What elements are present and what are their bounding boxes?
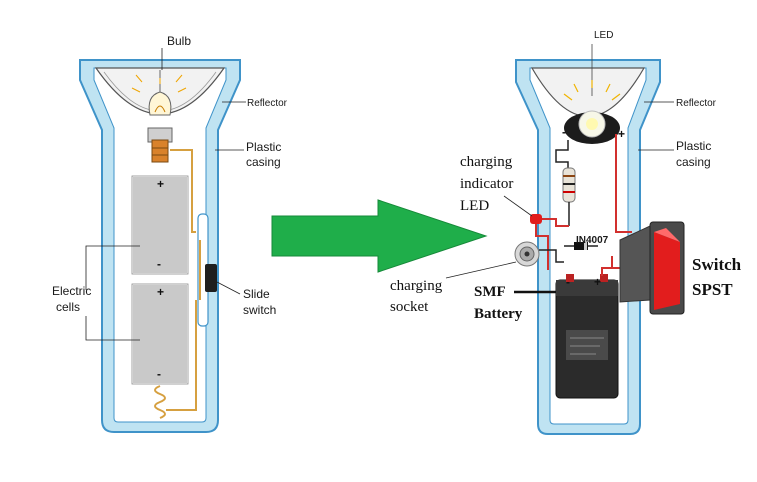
charging-socket-icon: [514, 241, 564, 267]
cell-bottom-plus: +: [157, 285, 164, 299]
label-charging-socket-2: socket: [390, 299, 429, 315]
spst-switch-icon: [619, 221, 685, 315]
led-plus: +: [618, 127, 625, 141]
cell-bottom-minus: -: [157, 367, 161, 381]
label-charging-socket-1: charging: [390, 278, 443, 294]
led-minus: -: [562, 125, 566, 139]
led-icon: [563, 44, 621, 144]
right-flashlight: - +: [514, 44, 685, 435]
label-plastic-left-2: casing: [246, 155, 281, 169]
label-electric-cells-2: cells: [56, 300, 80, 314]
label-slide-switch-2: switch: [243, 303, 276, 317]
label-smf-battery-2: Battery: [474, 306, 523, 322]
left-flashlight: + - + -: [79, 59, 241, 433]
label-charging-indicator-1: charging: [460, 154, 513, 170]
cell-top-minus: -: [157, 257, 161, 271]
label-plastic-right-1: Plastic: [676, 139, 711, 153]
diode-icon: [564, 242, 598, 250]
battery-minus: -: [566, 275, 570, 289]
left-wire: [166, 149, 197, 411]
label-smf-battery-1: SMF: [474, 284, 506, 300]
label-charging-indicator-3: LED: [460, 198, 489, 214]
conversion-arrow: [271, 199, 488, 273]
label-reflector-right: Reflector: [676, 98, 717, 109]
label-reflector-left: Reflector: [247, 98, 288, 109]
label-slide-switch-1: Slide: [243, 287, 270, 301]
battery-plus: +: [594, 275, 601, 289]
spring: [154, 385, 166, 419]
label-switch-1: Switch: [692, 255, 742, 274]
label-led: LED: [594, 30, 613, 41]
label-electric-cells-1: Electric: [52, 284, 91, 298]
cell-top-plus: +: [157, 177, 164, 191]
label-switch-2: SPST: [692, 280, 733, 299]
label-plastic-left-1: Plastic: [246, 140, 281, 154]
indicator-led-icon: [530, 214, 569, 270]
resistor-icon: [555, 140, 576, 226]
bulb-icon: [131, 70, 187, 163]
smf-battery-icon: [555, 274, 619, 399]
label-diode: IN4007: [576, 235, 609, 246]
label-charging-indicator-2: indicator: [460, 176, 513, 192]
label-bulb: Bulb: [167, 34, 191, 48]
label-plastic-right-2: casing: [676, 155, 711, 169]
